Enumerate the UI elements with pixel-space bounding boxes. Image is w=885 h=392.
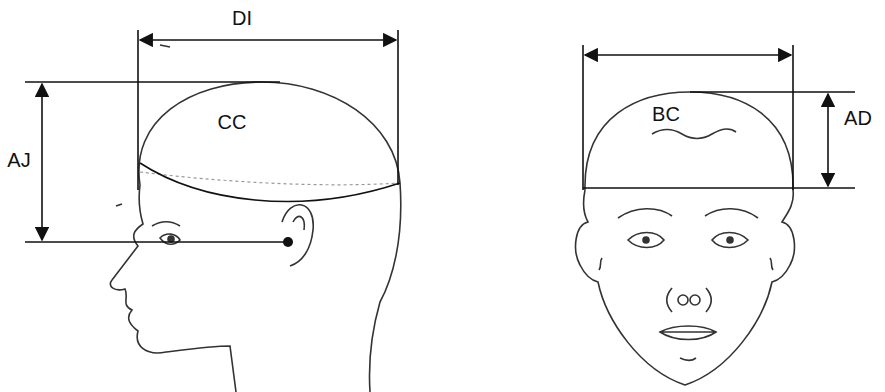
dimension-label: DI — [230, 7, 254, 29]
dimension-lines-left — [25, 30, 398, 242]
ear — [282, 205, 313, 266]
extension-line — [583, 187, 855, 189]
dimension-arrow — [140, 39, 396, 41]
dimension-lines-right — [583, 45, 855, 190]
forehead-wrinkle — [652, 129, 736, 139]
mouth — [660, 326, 716, 340]
extension-line — [25, 81, 280, 83]
cranium-outline — [139, 82, 400, 185]
profile-head — [110, 45, 400, 392]
nostril — [690, 295, 700, 305]
front-face — [576, 92, 795, 385]
brow — [152, 222, 180, 226]
pupil — [168, 236, 174, 242]
ear-point — [283, 237, 293, 247]
face-outline — [576, 190, 795, 385]
extension-line — [582, 45, 584, 190]
eyebrow — [705, 209, 758, 218]
dimension-label: CC — [216, 111, 249, 133]
pupil — [727, 237, 733, 243]
back-of-head — [369, 183, 400, 392]
dimension-label: AD — [842, 107, 874, 129]
dimension-arrow — [585, 54, 791, 56]
dimension-arrow — [41, 84, 43, 240]
chin-mark — [680, 358, 696, 360]
ear-inner — [293, 216, 304, 230]
extension-line — [690, 91, 855, 93]
eye — [712, 233, 748, 248]
dimension-label: AJ — [5, 149, 32, 171]
head-outline — [585, 92, 793, 190]
face-profile — [110, 185, 236, 392]
dimension-arrow — [827, 94, 829, 186]
dimension-label: BC — [650, 103, 682, 125]
pupil — [643, 237, 649, 243]
nose — [667, 288, 712, 312]
extension-line — [137, 30, 139, 190]
eyebrow — [618, 209, 672, 218]
circumference-curve — [140, 163, 400, 201]
eye — [628, 233, 664, 248]
extension-line — [397, 30, 399, 185]
extension-line — [25, 241, 284, 243]
nostril — [678, 295, 688, 305]
cheek-mark — [599, 258, 773, 270]
hair-tuft — [116, 45, 170, 206]
extension-line — [792, 45, 794, 190]
